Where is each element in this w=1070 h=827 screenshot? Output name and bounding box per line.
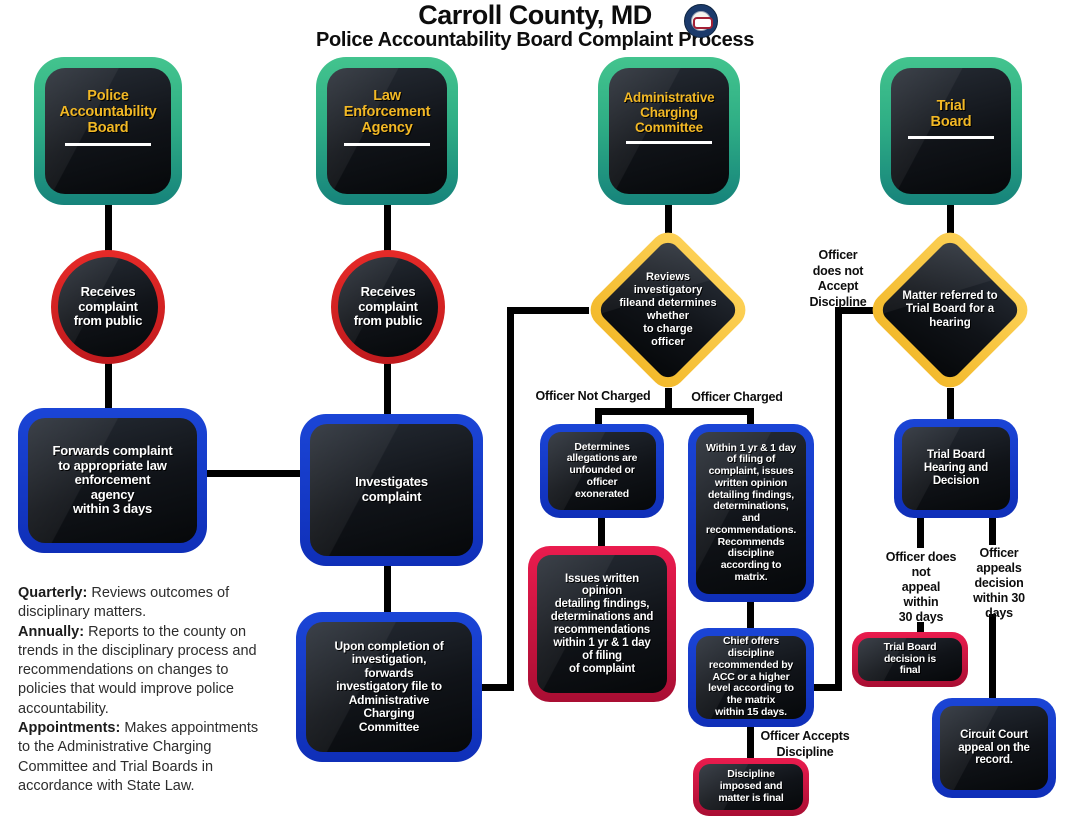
node-upon-completion-forwards-file: Upon completion of investigation, forwar… — [296, 612, 482, 762]
node-label: Trial Board — [930, 98, 972, 131]
connector — [595, 408, 754, 415]
connector — [507, 307, 589, 314]
label-officer-does-not-appeal: Officer does not appeal within 30 days — [885, 550, 957, 624]
label-officer-does-not-accept-discipline: Officer does not Accept Discipline — [809, 248, 867, 309]
node-circuit-court-appeal: Circuit Court appeal on the record. — [932, 698, 1056, 798]
node-matter-referred-trial-board: Matter referred to Trial Board for a hea… — [865, 225, 1035, 395]
node-law-enforcement-agency: Law Enforcement Agency — [316, 57, 458, 205]
connector — [384, 203, 391, 255]
connector — [105, 203, 112, 255]
connector — [835, 307, 842, 691]
page-subtitle: Police Accountability Board Complaint Pr… — [315, 29, 755, 51]
node-trial-board-decision-final: Trial Board decision is final — [852, 632, 968, 687]
node-label: Issues written opinion detailing finding… — [550, 572, 654, 675]
node-label: Trial Board decision is final — [883, 640, 937, 677]
connector — [747, 408, 754, 426]
connector — [665, 203, 672, 233]
underline — [908, 136, 994, 140]
connector — [384, 356, 391, 416]
node-label: Forwards complaint to appropriate law en… — [52, 443, 173, 517]
info-lead-quarterly: Quarterly: — [18, 585, 88, 601]
node-investigates-complaint: Investigates complaint — [300, 414, 483, 566]
connector — [989, 516, 996, 545]
connector — [507, 307, 514, 691]
node-label: Circuit Court appeal on the record. — [958, 728, 1030, 767]
underline — [65, 142, 151, 146]
label-officer-accepts-discipline: Officer Accepts Discipline — [760, 729, 850, 759]
node-determines-unfounded-exonerated: Determines allegations are unfounded or … — [540, 424, 664, 518]
connector — [384, 560, 391, 614]
node-police-accountability-board: Police Accountability Board — [34, 57, 182, 205]
node-label: Trial Board Hearing and Decision — [923, 449, 989, 487]
info-lead-annually: Annually: — [18, 623, 85, 640]
node-label: Matter referred to Trial Board for a hea… — [902, 289, 998, 329]
connector — [947, 203, 954, 233]
connector — [105, 356, 112, 412]
underline — [344, 142, 430, 146]
connector — [989, 614, 996, 702]
node-lea-receives-complaint: Receives complaint from public — [331, 250, 445, 364]
node-label: Within 1 yr & 1 day of filing of complai… — [705, 441, 797, 583]
connector — [835, 307, 882, 314]
node-label: Law Enforcement Agency — [343, 88, 431, 137]
connector — [811, 684, 842, 691]
node-label: Upon completion of investigation, forwar… — [334, 638, 444, 734]
connector — [947, 388, 954, 421]
info-text-appointments: Makes appointments to the Administrative… — [18, 719, 259, 794]
node-label: Police Accountability Board — [59, 88, 157, 137]
connector — [480, 684, 514, 691]
node-pab-receives-complaint: Receives complaint from public — [51, 250, 165, 364]
label-officer-not-charged: Officer Not Charged — [535, 389, 651, 403]
info-text-quarterly: Reviews outcomes of disciplinary matters… — [18, 585, 230, 621]
node-label: Reviews investigatory fileand determines… — [619, 271, 717, 348]
node-discipline-imposed-final: Discipline imposed and matter is final — [693, 758, 809, 816]
node-acc-reviews-decision: Reviews investigatory fileand determines… — [583, 225, 753, 395]
connector — [205, 470, 302, 477]
connector — [598, 516, 605, 548]
node-within-1yr-issues-opinion: Within 1 yr & 1 day of filing of complai… — [688, 424, 814, 602]
node-label: Investigates complaint — [355, 474, 428, 504]
node-label: Discipline imposed and matter is final — [718, 768, 784, 804]
connector — [665, 388, 672, 414]
connector — [747, 600, 754, 632]
connector — [917, 516, 924, 548]
node-label: Chief offers discipline recommended by A… — [708, 635, 794, 718]
node-administrative-charging-committee: Administrative Charging Committee — [598, 57, 740, 205]
underline — [626, 141, 712, 145]
node-label: Administrative Charging Committee — [623, 90, 715, 136]
label-officer-appeals-decision: Officer appeals decision within 30 days — [973, 546, 1025, 620]
connector — [747, 725, 754, 761]
node-label: Determines allegations are unfounded or … — [566, 440, 638, 500]
label-officer-charged: Officer Charged — [691, 390, 783, 404]
seal-center — [693, 17, 713, 29]
page-title: Carroll County, MD — [418, 0, 652, 30]
node-trial-board-hearing-decision: Trial Board Hearing and Decision — [894, 419, 1018, 518]
node-chief-offers-discipline: Chief offers discipline recommended by A… — [688, 628, 814, 727]
pab-duties-text: Quarterly: Reviews outcomes of disciplin… — [18, 584, 266, 796]
info-text-annually: Reports to the county on trends in the d… — [18, 623, 257, 717]
node-trial-board: Trial Board — [880, 57, 1022, 205]
info-lead-appointments: Appointments: — [18, 719, 121, 736]
connector — [595, 408, 602, 426]
node-issues-written-opinion: Issues written opinion detailing finding… — [528, 546, 676, 702]
node-label: Receives complaint from public — [73, 284, 143, 329]
connector — [917, 622, 924, 636]
node-forwards-complaint: Forwards complaint to appropriate law en… — [18, 408, 207, 553]
node-label: Receives complaint from public — [353, 284, 423, 329]
county-seal-icon — [684, 4, 718, 38]
